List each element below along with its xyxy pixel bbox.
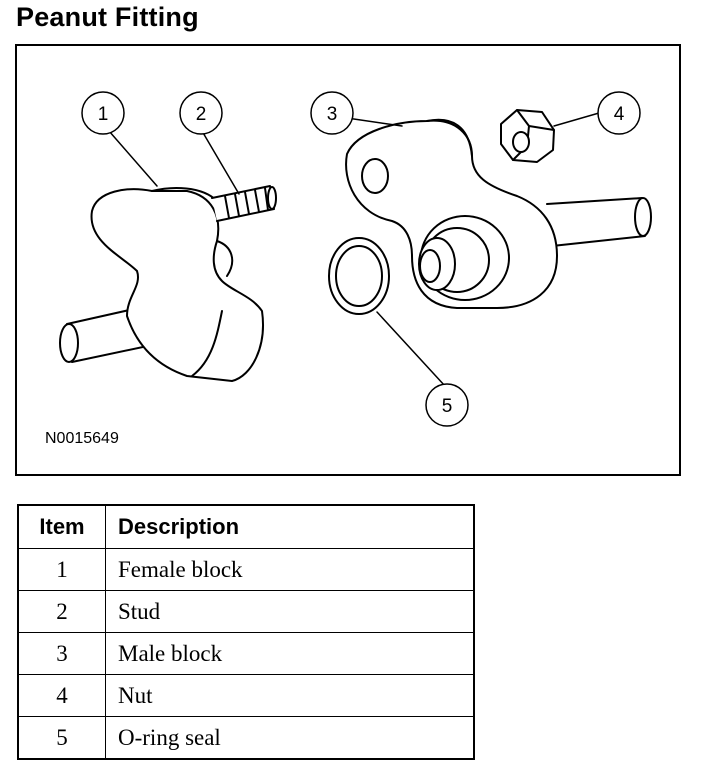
- table-header-row: Item Description: [17, 504, 475, 549]
- item-description: Female block: [105, 548, 475, 591]
- table-row: 3 Male block: [17, 632, 475, 675]
- table-row: 4 Nut: [17, 674, 475, 717]
- callout-label: 3: [327, 104, 338, 125]
- table-row: 1 Female block: [17, 548, 475, 591]
- callout-label: 5: [442, 396, 453, 417]
- figure-id: N0015649: [45, 430, 119, 447]
- column-header-description: Description: [105, 504, 475, 549]
- illustration-panel: 1 2 3 4 5 N0015649: [15, 44, 681, 476]
- item-number: 4: [17, 674, 106, 717]
- callout-label: 1: [98, 104, 109, 125]
- item-number: 2: [17, 590, 106, 633]
- callout-4: 4: [597, 91, 641, 135]
- o-ring-drawing: [328, 237, 390, 315]
- callout-5: 5: [425, 383, 469, 427]
- page-title: Peanut Fitting: [16, 2, 199, 32]
- table-row: 5 O-ring seal: [17, 716, 475, 760]
- callout-label: 2: [196, 104, 207, 125]
- item-description: Male block: [105, 632, 475, 675]
- items-table: Item Description 1 Female block 2 Stud 3…: [17, 504, 475, 760]
- callout-label: 4: [614, 104, 625, 125]
- callout-leaders: [108, 112, 600, 387]
- callout-1: 1: [81, 91, 125, 135]
- female-block-drawing: [59, 185, 277, 382]
- item-description: Nut: [105, 674, 475, 717]
- item-description: Stud: [105, 590, 475, 633]
- male-block-drawing: [345, 118, 652, 309]
- item-number: 5: [17, 716, 106, 760]
- callout-3: 3: [310, 91, 354, 135]
- item-description: O-ring seal: [105, 716, 475, 760]
- table-row: 2 Stud: [17, 590, 475, 633]
- nut-drawing: [500, 109, 555, 163]
- callout-2: 2: [179, 91, 223, 135]
- column-header-item: Item: [17, 504, 106, 549]
- item-number: 1: [17, 548, 106, 591]
- peanut-fitting-illustration: 1 2 3 4 5: [59, 91, 652, 427]
- item-number: 3: [17, 632, 106, 675]
